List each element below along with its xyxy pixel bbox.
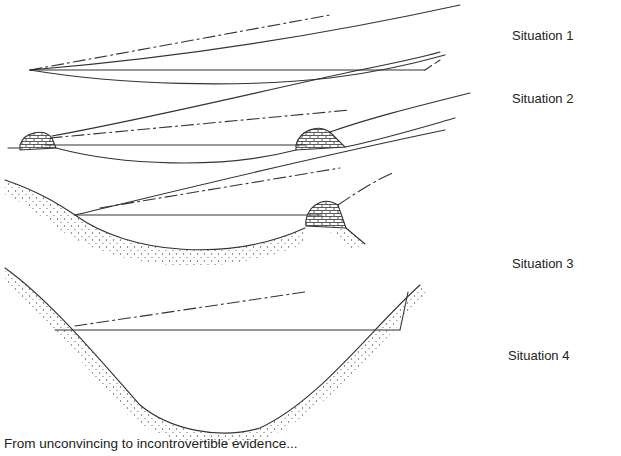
valley-floor <box>345 118 455 147</box>
situation-label: Situation 2 <box>512 91 573 106</box>
ground-stipple <box>5 180 305 266</box>
caption: From unconvincing to incontrovertible ev… <box>4 436 297 451</box>
situation-4-section <box>5 268 428 445</box>
ground-stipple <box>330 226 365 250</box>
situation-label: Situation 4 <box>508 348 569 363</box>
situation-label: Situation 3 <box>512 256 573 271</box>
valley-side <box>330 93 470 132</box>
old-shoreline <box>100 168 340 208</box>
water-level <box>30 69 425 70</box>
old-shoreline <box>50 110 350 138</box>
limestone-outcrop <box>20 132 56 150</box>
situation-3-section <box>5 130 445 266</box>
valley-side <box>30 5 460 70</box>
valley-floor <box>30 55 445 84</box>
water-level <box>55 329 400 330</box>
valley-profile <box>5 268 420 433</box>
situation-label: Situation 1 <box>512 28 573 43</box>
situation-1-section <box>30 5 460 84</box>
valley-floor <box>346 228 365 244</box>
old-shoreline <box>400 292 408 330</box>
ground-stipple <box>5 268 428 445</box>
valley-side <box>52 52 440 136</box>
water-level <box>45 144 305 145</box>
valley-side <box>75 130 445 215</box>
old-shoreline <box>30 15 330 70</box>
old-shoreline <box>75 292 305 326</box>
water-level <box>75 214 322 215</box>
old-shoreline <box>338 172 395 205</box>
limestone-outcrop <box>296 128 345 150</box>
old-shoreline <box>425 60 440 70</box>
situation-2-section <box>8 52 470 163</box>
valley-floor <box>8 148 296 163</box>
